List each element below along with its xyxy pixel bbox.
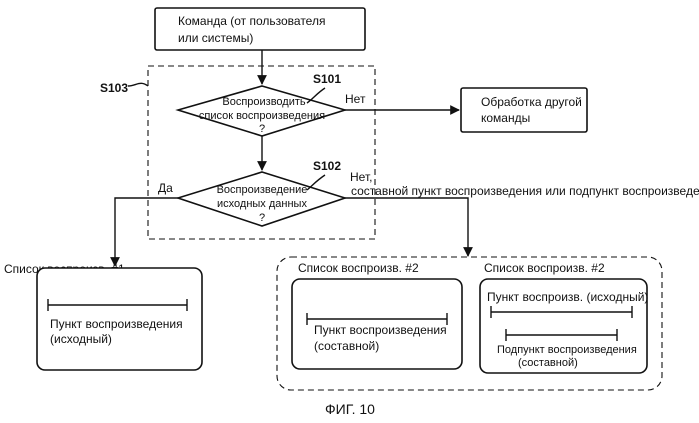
other-line-2: команды: [481, 111, 530, 125]
list2-right-subitem-line-2: (составной): [518, 357, 578, 369]
s103-leader: [128, 83, 148, 86]
list2-right-panel: Пункт воспроизв. (исходный) Подпункт вос…: [480, 279, 648, 373]
q2-line-1: Воспроизведение: [217, 184, 308, 196]
list2-right-subitem-line-1: Подпункт воспроизведения: [497, 344, 637, 356]
command-line-1: Команда (от пользователя: [178, 14, 325, 28]
command-line-2: или системы): [178, 31, 253, 45]
decision-play-playlist: Воспроизводить список воспроизведения ?: [178, 86, 345, 136]
list2-right-item: Пункт воспроизв. (исходный): [487, 290, 648, 304]
arrow-q2-to-list1: [115, 198, 178, 266]
s101-leader: [307, 88, 325, 103]
figure-caption: ФИГ. 10: [325, 401, 375, 417]
list1-item-line-2: (исходный): [50, 332, 112, 346]
s102-leader: [307, 175, 325, 190]
q1-line-1: Воспроизводить: [222, 96, 306, 108]
list1-panel: Пункт воспроизведения (исходный): [37, 268, 202, 370]
decision-play-source-data: Воспроизведение исходных данных ?: [178, 172, 345, 226]
q1-line-3: ?: [259, 123, 265, 135]
list2-mid-title: Список воспроизв. #2: [298, 261, 419, 275]
no-label-2: Нет,: [350, 170, 372, 184]
list2-right-title: Список воспроизв. #2: [484, 261, 605, 275]
list1-item-line-1: Пункт воспроизведения: [50, 317, 183, 331]
list2-mid-item-line-2: (составной): [314, 339, 379, 353]
other-command-node: Обработка другой команды: [461, 88, 587, 132]
q2-line-3: ?: [259, 212, 265, 224]
q2-line-2: исходных данных: [217, 198, 307, 210]
list2-mid-panel: Пункт воспроизведения (составной): [292, 279, 462, 369]
yes-label: Да: [158, 181, 173, 195]
s102-label: S102: [313, 159, 341, 173]
no-label-1: Нет: [345, 92, 366, 106]
q1-line-2: список воспроизведения: [199, 110, 325, 122]
no-label-2-detail: составной пункт воспроизведения или подп…: [351, 184, 699, 198]
command-node: Команда (от пользователя или системы): [155, 8, 365, 50]
s101-label: S101: [313, 72, 341, 86]
arrow-q2-to-list2: [345, 198, 468, 256]
other-line-1: Обработка другой: [481, 95, 582, 109]
s103-label: S103: [100, 81, 128, 95]
list2-mid-item-line-1: Пункт воспроизведения: [314, 323, 447, 337]
